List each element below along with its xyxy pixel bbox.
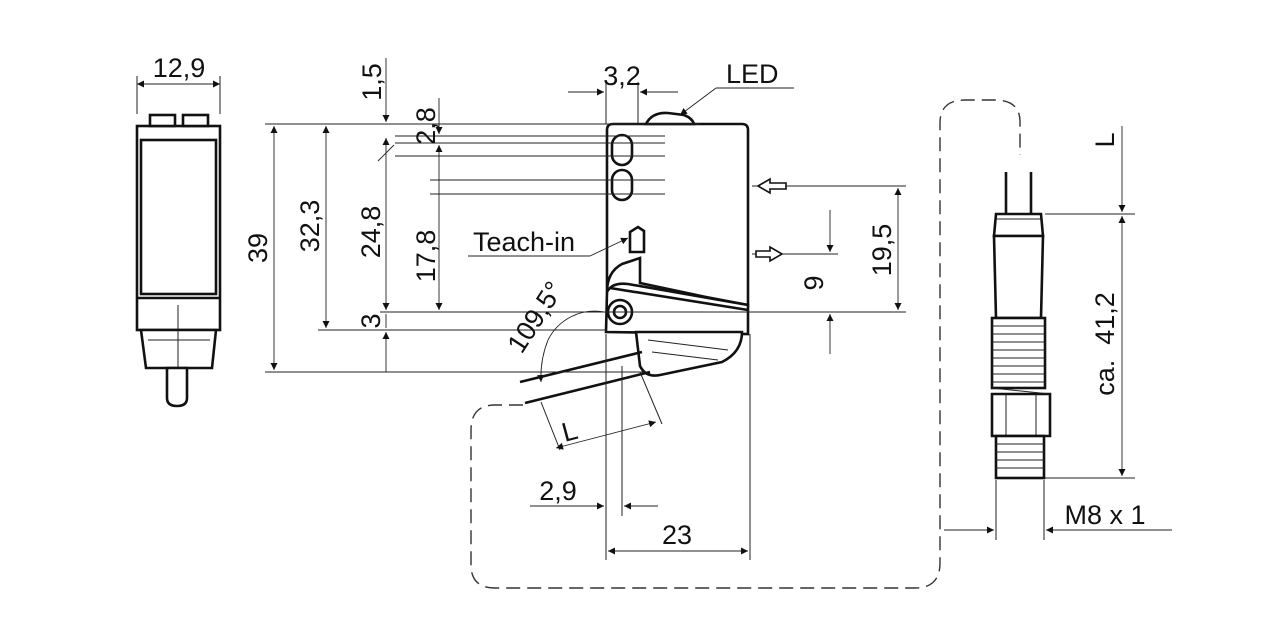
thread-size-dimension: M8 x 1 bbox=[1064, 500, 1145, 530]
height-32-dimension: 32,3 bbox=[295, 200, 325, 253]
cable-length-dimension: L bbox=[559, 415, 581, 448]
depth-dimension: 23 bbox=[662, 520, 692, 550]
total-height-dimension: 39 bbox=[243, 233, 273, 263]
angle-dimension: 109,5° bbox=[502, 276, 570, 358]
front-width-dimension: 12,9 bbox=[153, 53, 206, 83]
front-view-top-tab-right bbox=[181, 113, 210, 128]
connector-body bbox=[992, 234, 1045, 320]
height-24-dimension: 24,8 bbox=[356, 206, 386, 259]
teach-in-button bbox=[628, 225, 646, 254]
mounting-slot-lower bbox=[610, 168, 634, 202]
mounting-slot-upper bbox=[610, 133, 634, 167]
front-view: 12,9 bbox=[135, 53, 222, 408]
emitter-arrow-icon bbox=[755, 245, 784, 263]
top-gap-dimension: 1,5 bbox=[357, 63, 387, 101]
front-view-cable-stub bbox=[165, 366, 189, 408]
sensor-housing bbox=[605, 122, 750, 307]
teach-in-label: Teach-in bbox=[473, 227, 575, 257]
connector-thread bbox=[994, 434, 1046, 480]
hole-pitch-dimension: 3,2 bbox=[603, 61, 641, 91]
front-view-top-tab-left bbox=[148, 113, 177, 128]
connector-grip bbox=[990, 316, 1047, 390]
height-17-dimension: 17,8 bbox=[411, 230, 441, 283]
connector-block bbox=[634, 330, 744, 377]
connector-cable-boot bbox=[992, 212, 1045, 238]
optical-axis-dimension: 19,5 bbox=[867, 224, 897, 277]
connector-nut bbox=[990, 392, 1052, 438]
cable-bend-envelope bbox=[470, 99, 1021, 589]
hole-offset-dimension: 2,8 bbox=[411, 107, 441, 145]
led-label: LED bbox=[726, 59, 779, 89]
side-view: 39 32,3 1,5 24,8 3 2,8 17,8 3,2 LED Teac… bbox=[243, 58, 1021, 589]
front-offset-dimension: 2,9 bbox=[539, 476, 577, 506]
connector-cable-length-dimension: L bbox=[1090, 132, 1120, 147]
connector-view: L ca. 41,2 M8 x 1 bbox=[944, 126, 1172, 540]
mounting-bracket bbox=[604, 282, 750, 336]
front-view-lens-window bbox=[139, 138, 218, 296]
bottom-gap-dimension: 3 bbox=[356, 313, 386, 328]
mount-to-axis-dimension: 9 bbox=[799, 275, 829, 290]
cable-lower-edge bbox=[524, 370, 651, 405]
front-view-housing bbox=[135, 124, 222, 332]
led-dome bbox=[643, 111, 696, 126]
connector-length-dimension: ca. 41,2 bbox=[1090, 292, 1120, 396]
receiver-arrow-icon bbox=[756, 177, 787, 195]
